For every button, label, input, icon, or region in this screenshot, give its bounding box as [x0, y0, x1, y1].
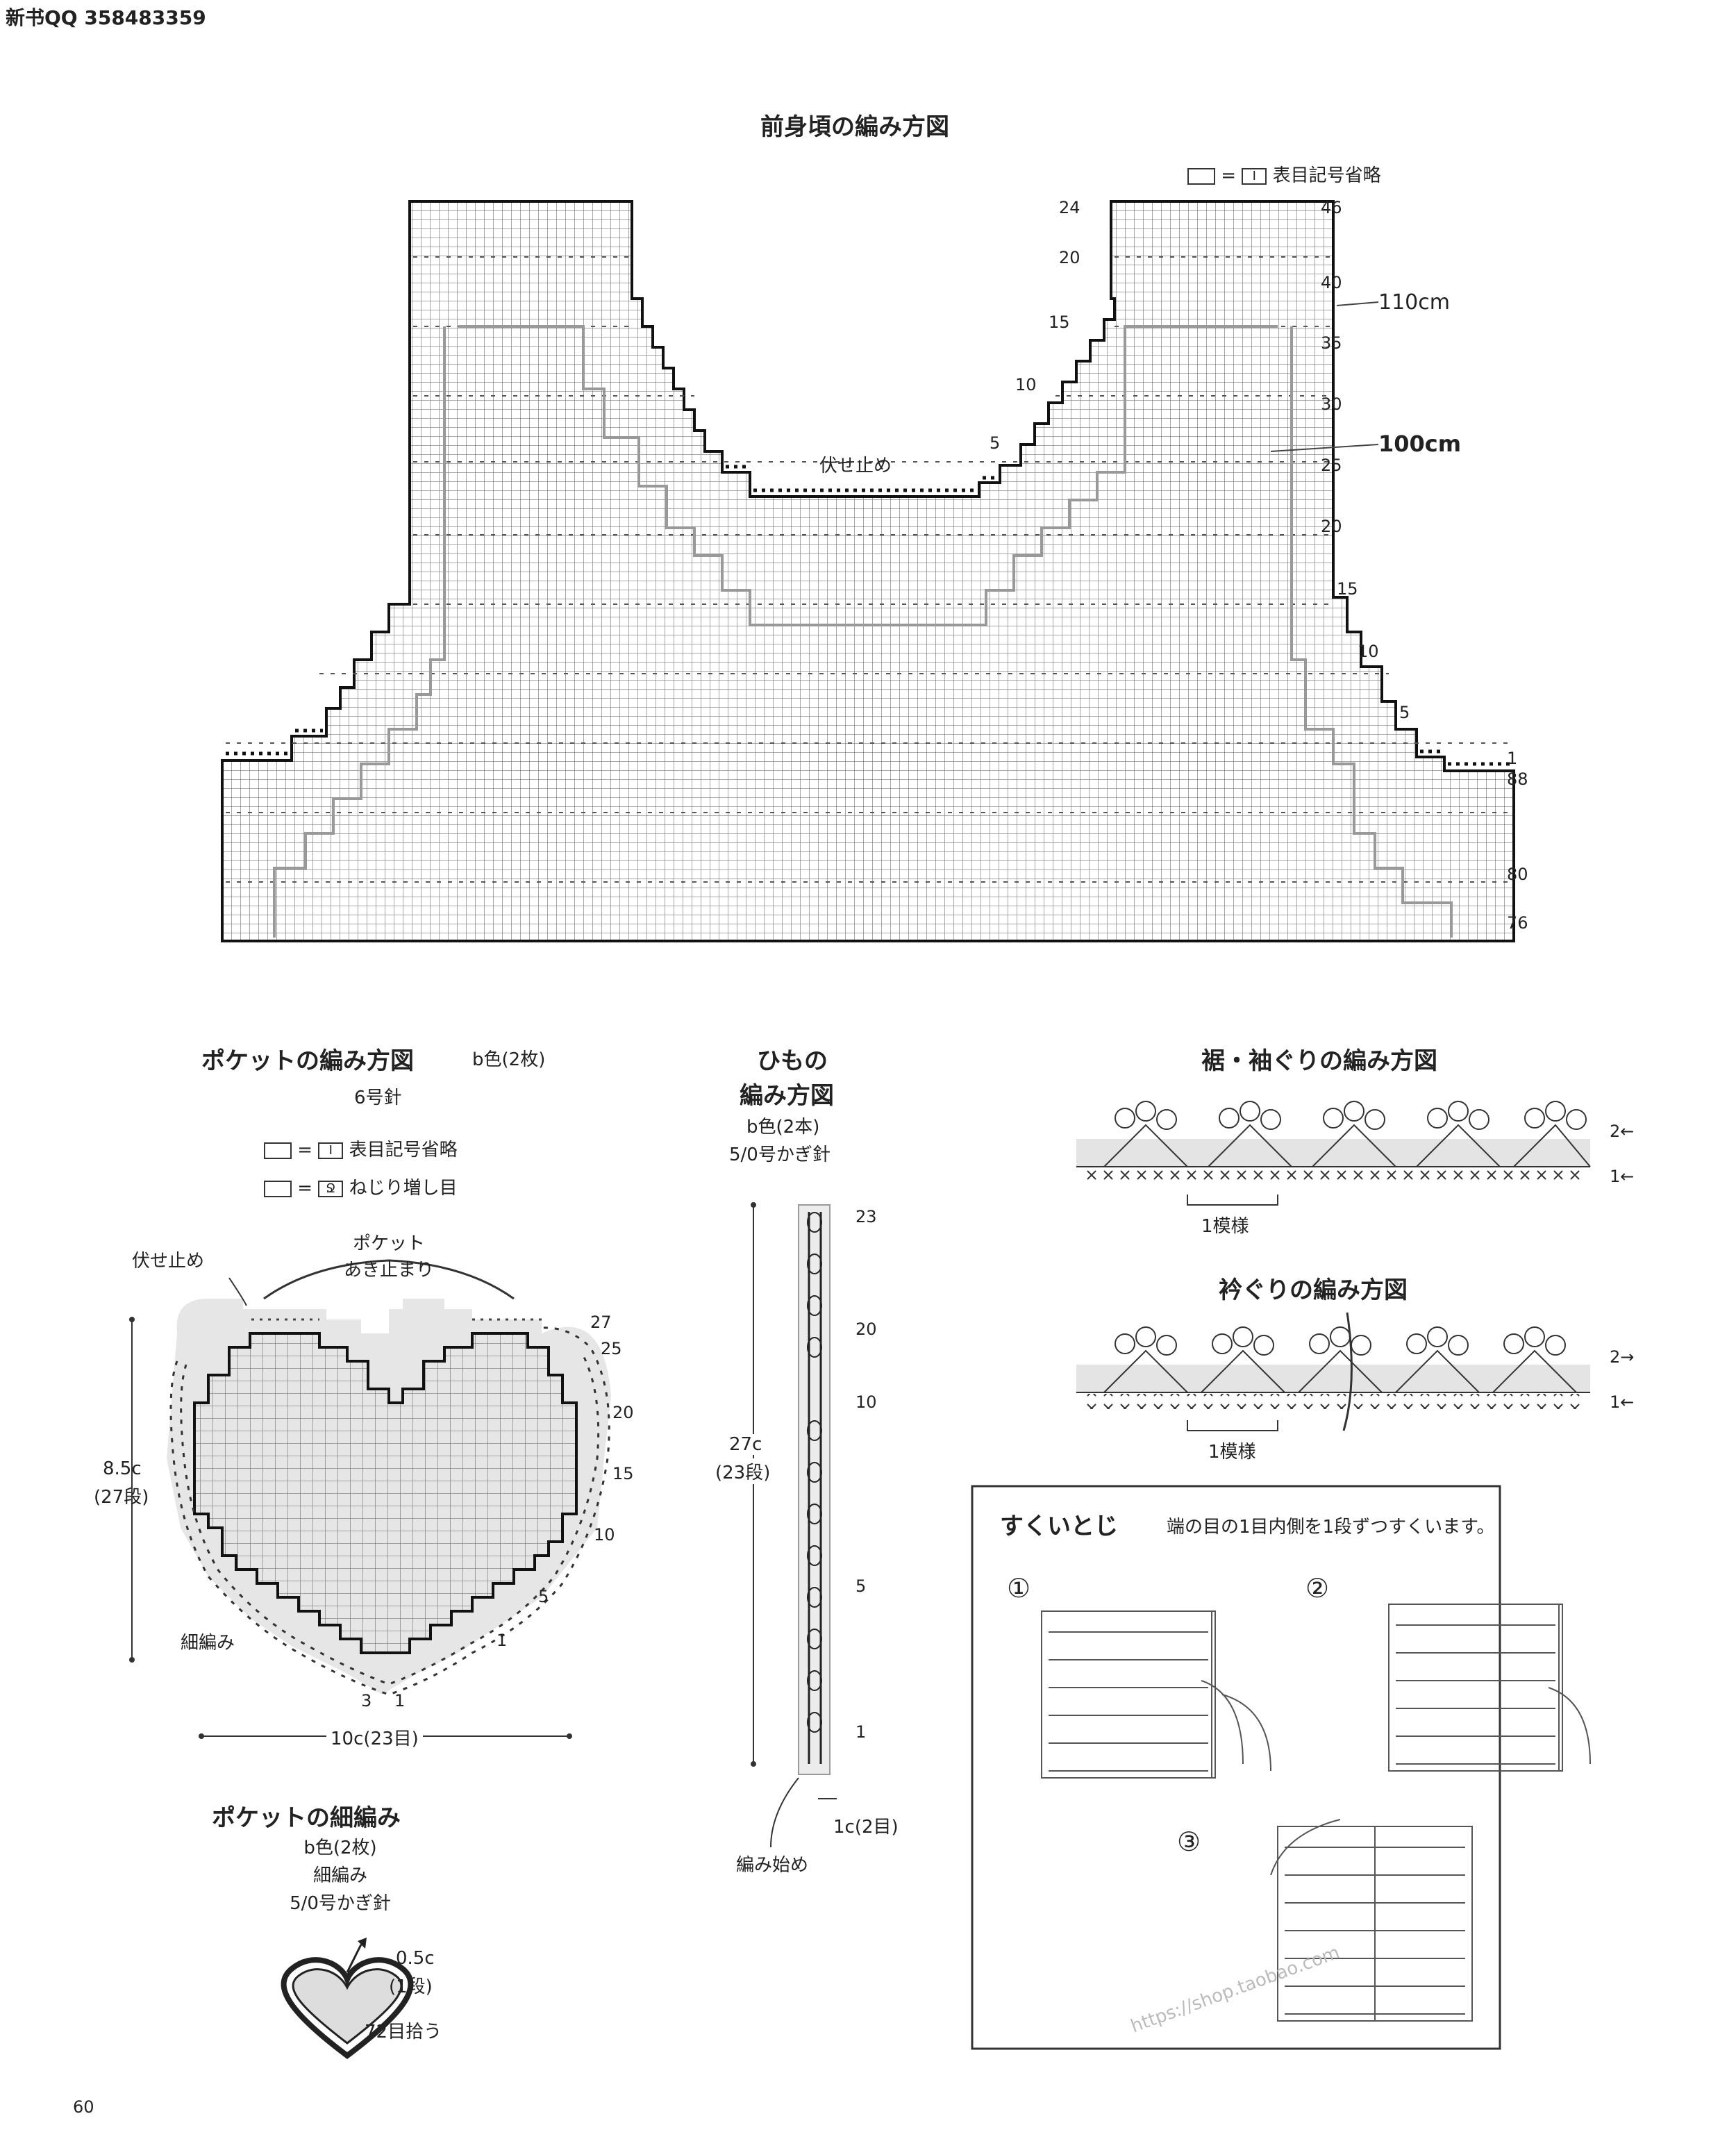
pocket-sc-pick: 72目拾う: [365, 2022, 442, 2042]
body-legend: = I 表目記号省略: [1187, 161, 1381, 187]
stitch-label: 76: [1507, 913, 1528, 933]
legend-text: 表目記号省略: [1272, 165, 1381, 186]
row-label: 1: [1507, 749, 1518, 768]
pocket-start-1: 1: [394, 1691, 406, 1710]
body-bind-off-label: 伏せ止め: [819, 456, 892, 476]
row-label: 20: [1321, 517, 1342, 536]
cord-title-1: ひもの: [757, 1047, 828, 1075]
seam-step-2: ②: [1305, 1573, 1330, 1604]
cord-row: 23: [856, 1207, 877, 1226]
pocket-row: 10: [594, 1525, 615, 1545]
cord-color: b色(2本): [746, 1117, 820, 1138]
seam-step-1: ①: [1007, 1573, 1031, 1604]
measure-110: 110cm: [1378, 290, 1450, 315]
pocket-sc-stitch: 細編み: [312, 1865, 367, 1886]
cord-start: 編み始め: [736, 1855, 809, 1876]
row-label: 30: [1321, 394, 1342, 414]
blank-cell-icon: [264, 1180, 292, 1197]
blank-cell-icon: [1187, 167, 1215, 185]
row-label-left: 24: [1059, 198, 1080, 217]
pocket-needle: 6号針: [354, 1088, 402, 1108]
row-label-left: 15: [1049, 313, 1070, 332]
pocket-height: 8.5c: [103, 1458, 142, 1479]
body-chart-title: 前身頃の編み方図: [760, 113, 949, 141]
seam-title: すくいとじ: [1000, 1513, 1118, 1540]
row-label-left: 10: [1015, 375, 1037, 394]
stitch-label: 88: [1507, 769, 1528, 789]
cord-width: 1c(2目): [833, 1817, 899, 1838]
pocket-row: 20: [612, 1403, 634, 1422]
pocket-sc-color: b色(2枚): [303, 1838, 377, 1858]
neck-row-1: 1←: [1610, 1392, 1635, 1412]
neck-chart: [1076, 1312, 1590, 1431]
pocket-bind-off: 伏せ止め: [132, 1251, 205, 1272]
row-label: 5: [1399, 703, 1410, 722]
pocket-row: 27: [590, 1313, 612, 1332]
hem-title: 裾・袖ぐりの編み方図: [1201, 1047, 1437, 1075]
measure-100: 100cm: [1378, 431, 1462, 457]
pocket-width: 10c(23目): [326, 1724, 423, 1750]
pocket-opening-1: ポケット: [352, 1233, 425, 1254]
neck-title: 衿ぐりの編み方図: [1219, 1276, 1408, 1304]
seam-desc: 端の目の1目内側を1段ずつすくいます。: [1167, 1517, 1495, 1538]
pocket-sc-width: 0.5c: [396, 1948, 435, 1969]
pocket-sc-hook: 5/0号かぎ針: [290, 1893, 391, 1914]
pocket-sc-rows: (1段): [389, 1976, 433, 1997]
pocket-title: ポケットの編み方図: [201, 1047, 414, 1075]
pocket-legend-1: = I 表目記号省略: [264, 1135, 458, 1161]
pocket-sc-title: ポケットの細編み: [212, 1804, 401, 1832]
neck-row-2: 2→: [1610, 1347, 1635, 1367]
legend-equals: =: [297, 1140, 313, 1160]
pocket-chart: [129, 1259, 611, 1739]
pocket-row: 25: [601, 1339, 622, 1358]
cord-row: 5: [856, 1576, 867, 1596]
seam-step-3: ③: [1177, 1826, 1201, 1857]
pocket-sc-heart: [281, 1938, 414, 2060]
pocket-height-rows: (27段): [94, 1487, 149, 1508]
cord-chart: [751, 1202, 837, 1848]
pocket-row: 5: [538, 1587, 549, 1606]
knit-stitch-icon: I: [318, 1142, 344, 1159]
hem-row-2: 2←: [1610, 1122, 1635, 1141]
row-label: 35: [1321, 333, 1342, 353]
knit-stitch-icon: I: [1242, 167, 1267, 185]
body-chart-grid: [221, 200, 1515, 942]
cord-row: 10: [856, 1392, 877, 1412]
hem-chart: [1076, 1101, 1591, 1206]
pocket-opening-2: あき止まり: [343, 1260, 434, 1281]
legend-equals: =: [297, 1178, 313, 1199]
legend-text: 表目記号省略: [349, 1140, 458, 1160]
row-label: 10: [1358, 642, 1379, 661]
cord-hook: 5/0号かぎ針: [729, 1144, 831, 1165]
pocket-color-note: b色(2枚): [472, 1049, 546, 1070]
row-label: 25: [1321, 456, 1342, 475]
cord-length-rows: (23段): [715, 1458, 771, 1484]
cord-row: 1: [856, 1722, 867, 1742]
hem-repeat: 1模様: [1201, 1216, 1249, 1237]
pocket-row: 1: [496, 1631, 508, 1650]
row-label: 46: [1321, 198, 1342, 217]
twisted-increase-icon: Ջ: [318, 1180, 344, 1197]
row-label: 40: [1321, 273, 1342, 292]
neck-repeat: 1模様: [1208, 1442, 1256, 1463]
pocket-row: 15: [612, 1464, 634, 1483]
hem-row-1: 1←: [1610, 1167, 1635, 1186]
pocket-start-3: 3: [361, 1691, 372, 1710]
pocket-sc-label: 細編み: [181, 1633, 235, 1654]
cord-row: 20: [856, 1319, 877, 1339]
row-label-left: 20: [1059, 248, 1080, 267]
cord-length: 27c: [729, 1434, 762, 1455]
top-watermark: 新书QQ 358483359: [6, 6, 206, 29]
page-number: 60: [73, 2097, 94, 2117]
row-label-left: 5: [990, 433, 1001, 453]
row-label: 15: [1337, 579, 1358, 599]
legend-text: ねじり増し目: [349, 1178, 458, 1199]
blank-cell-icon: [264, 1142, 292, 1159]
cord-title-2: 編み方図: [740, 1082, 834, 1110]
pocket-legend-2: = Ջ ねじり増し目: [264, 1174, 458, 1199]
seam-illustrations: [971, 1485, 1591, 2050]
legend-equals: =: [1221, 165, 1237, 186]
stitch-label: 80: [1507, 865, 1528, 884]
